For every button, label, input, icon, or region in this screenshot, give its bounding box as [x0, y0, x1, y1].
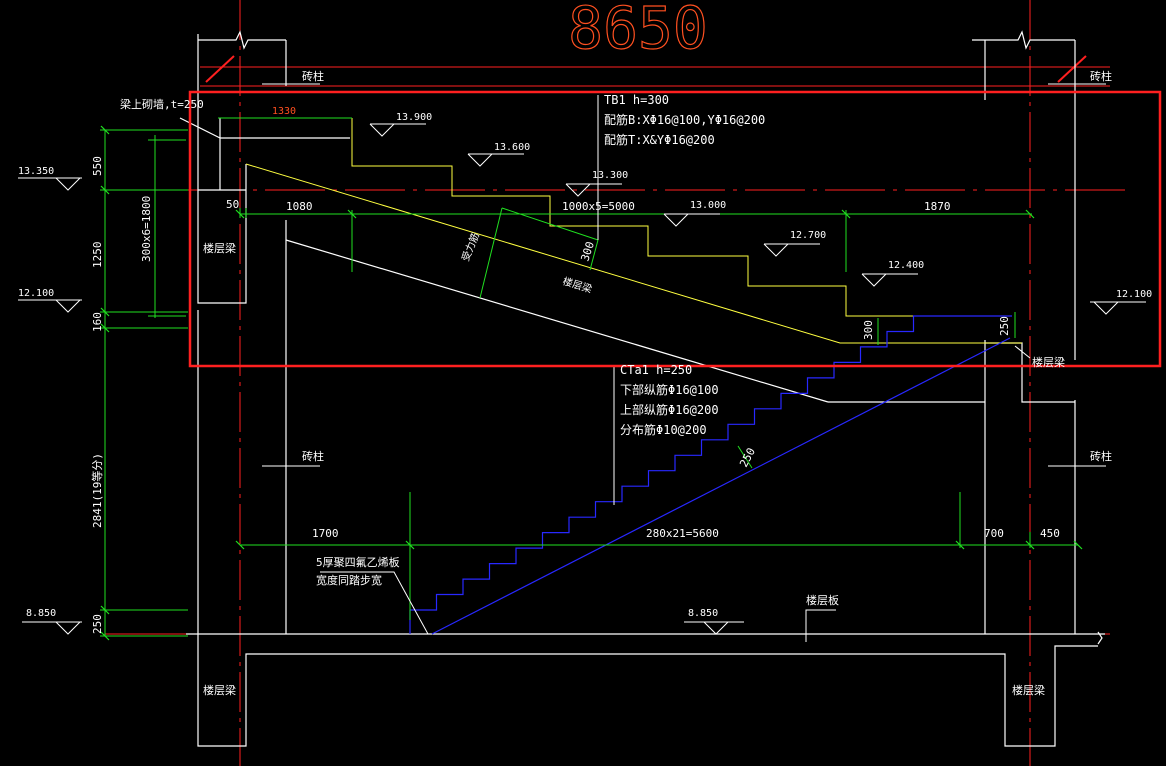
dimension-lines — [100, 117, 1078, 637]
tb1-line-3: 配筋T:X&YΦ16@200 — [604, 132, 715, 147]
left-vertical-ticks — [100, 125, 1083, 641]
elev-13350: 13.350 — [18, 166, 54, 177]
brick-column-label-mr: 砖柱 — [1090, 449, 1112, 463]
dim-700: 700 — [984, 527, 1004, 540]
elev-8850-left: 8.850 — [26, 608, 56, 619]
dim-v-160: 160 — [91, 312, 104, 332]
note-line-2: 宽度同踏步宽 — [316, 573, 382, 587]
dim-1080: 1080 — [286, 200, 313, 213]
brick-column-label-tl: 砖柱 — [302, 69, 324, 83]
brick-column-label-ml: 砖柱 — [302, 449, 324, 463]
dim-v-1250: 1250 — [91, 242, 104, 269]
dim-1000x5: 1000x5=5000 — [562, 200, 635, 213]
overall-dimension: 8650 — [568, 0, 708, 62]
dim-300-slab: 300 — [578, 240, 597, 263]
dim-v-2841: 2841(19等分) — [90, 453, 104, 528]
ct-line-4: 分布筋Φ10@200 — [620, 422, 707, 437]
elev-12700: 12.700 — [790, 230, 826, 241]
dim-v-300x6: 300x6=1800 — [140, 196, 153, 262]
elev-8850-mid: 8.850 — [688, 608, 718, 619]
dim-1870: 1870 — [924, 200, 951, 213]
elev-13300: 13.300 — [592, 170, 628, 181]
brick-column-label-tr: 砖柱 — [1090, 69, 1112, 83]
dim-1330: 1330 — [272, 106, 296, 117]
dim-50: 50 — [226, 198, 239, 211]
dim-v-250: 250 — [91, 614, 104, 634]
tb1-line-2: 配筋B:XΦ16@100,YΦ16@200 — [604, 112, 765, 127]
floor-beam-label-right: 楼层梁 — [1032, 355, 1065, 369]
floor-slab-label: 楼层板 — [806, 593, 839, 607]
landing-slab — [245, 118, 1022, 344]
dim-280x21: 280x21=5600 — [646, 527, 719, 540]
elev-13000: 13.000 — [690, 200, 726, 211]
floor-beam-label-br: 楼层梁 — [1012, 683, 1045, 697]
elev-12400: 12.400 — [888, 260, 924, 271]
dim-250-top: 250 — [998, 316, 1011, 336]
selection-highlight-box — [188, 90, 1162, 368]
elevation-markers — [18, 123, 1146, 635]
dimension-texts: 1330 50 1080 1000x5=5000 1870 300 300 25… — [90, 106, 1060, 634]
floor-beam-label-bl: 楼层梁 — [203, 683, 236, 697]
note-line-1: 5厚聚四氟乙烯板 — [316, 555, 400, 569]
elev-13900: 13.900 — [396, 112, 432, 123]
floor-beam-label-left: 楼层梁 — [203, 241, 236, 255]
elev-12100-right: 12.100 — [1116, 289, 1152, 300]
ct-line-2: 下部纵筋Φ16@100 — [620, 382, 719, 397]
beam-top-wall-label: 梁上砌墙,t=250 — [120, 97, 204, 111]
ct-line-1: CTa1 h=250 — [620, 363, 692, 377]
ct-line-3: 上部纵筋Φ16@200 — [620, 402, 719, 417]
structure-outline — [179, 30, 1105, 747]
elev-13600: 13.600 — [494, 142, 530, 153]
dim-450: 450 — [1040, 527, 1060, 540]
tb1-line-1: TB1 h=300 — [604, 93, 669, 107]
dim-v-550: 550 — [91, 156, 104, 176]
leader-lines — [262, 83, 1106, 642]
elev-12100-left: 12.100 — [18, 288, 54, 299]
dim-300-step: 300 — [862, 320, 875, 340]
dim-1700: 1700 — [312, 527, 339, 540]
